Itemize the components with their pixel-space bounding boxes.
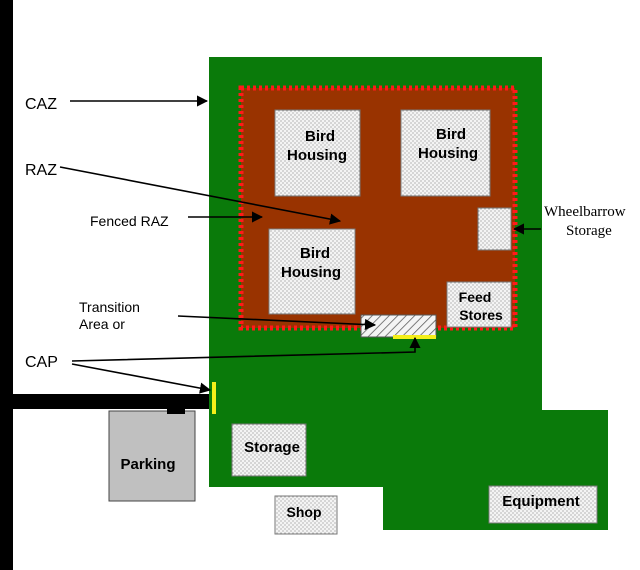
bird-housing-1-line2: Housing	[287, 147, 347, 164]
storage-label: Storage	[244, 439, 300, 456]
wheelbarrow-storage-box	[477, 207, 512, 251]
wheelbarrow-label-line1: Wheelbarrow	[544, 204, 626, 220]
wheelbarrow-label-line2: Storage	[566, 223, 612, 239]
bird-housing-2-line1: Bird	[436, 126, 466, 143]
bird-housing-3-line2: Housing	[281, 264, 341, 281]
feed-stores-line2: Stores	[459, 307, 503, 323]
transition-arrow	[177, 315, 377, 331]
transition-label-line1: Transition	[79, 299, 140, 315]
vertical-road	[0, 0, 13, 570]
bird-housing-2: Bird Housing	[400, 109, 491, 197]
parking-gate	[167, 406, 185, 414]
bird-housing-1-line1: Bird	[305, 128, 335, 145]
raz-arrow	[59, 166, 342, 225]
raz-label: RAZ	[25, 162, 57, 179]
equipment-building: Equipment	[488, 485, 598, 524]
transition-label-line2: Area or	[79, 316, 125, 332]
bird-housing-1: Bird Housing	[274, 109, 361, 197]
storage-building: Storage	[231, 423, 307, 477]
feed-stores: Feed Stores	[446, 281, 512, 328]
bird-housing-3: Bird Housing	[268, 228, 356, 315]
cap-entrance-line	[212, 382, 216, 414]
cap-arrow-to-entrance	[71, 363, 212, 394]
driveway	[0, 394, 214, 409]
parking-area: Parking	[108, 406, 196, 502]
cap-arrow-to-transition	[71, 336, 421, 362]
feed-stores-line1: Feed	[459, 289, 492, 305]
shop-label: Shop	[287, 504, 322, 520]
equipment-label: Equipment	[502, 493, 580, 510]
parking-label: Parking	[120, 456, 175, 473]
fenced-raz-label: Fenced RAZ	[90, 213, 169, 229]
transition-area	[360, 314, 437, 338]
caz-label: CAZ	[25, 96, 57, 113]
shop-building: Shop	[274, 495, 338, 535]
bird-housing-3-line1: Bird	[300, 245, 330, 262]
cap-label: CAP	[25, 354, 58, 371]
bird-housing-2-line2: Housing	[418, 145, 478, 162]
